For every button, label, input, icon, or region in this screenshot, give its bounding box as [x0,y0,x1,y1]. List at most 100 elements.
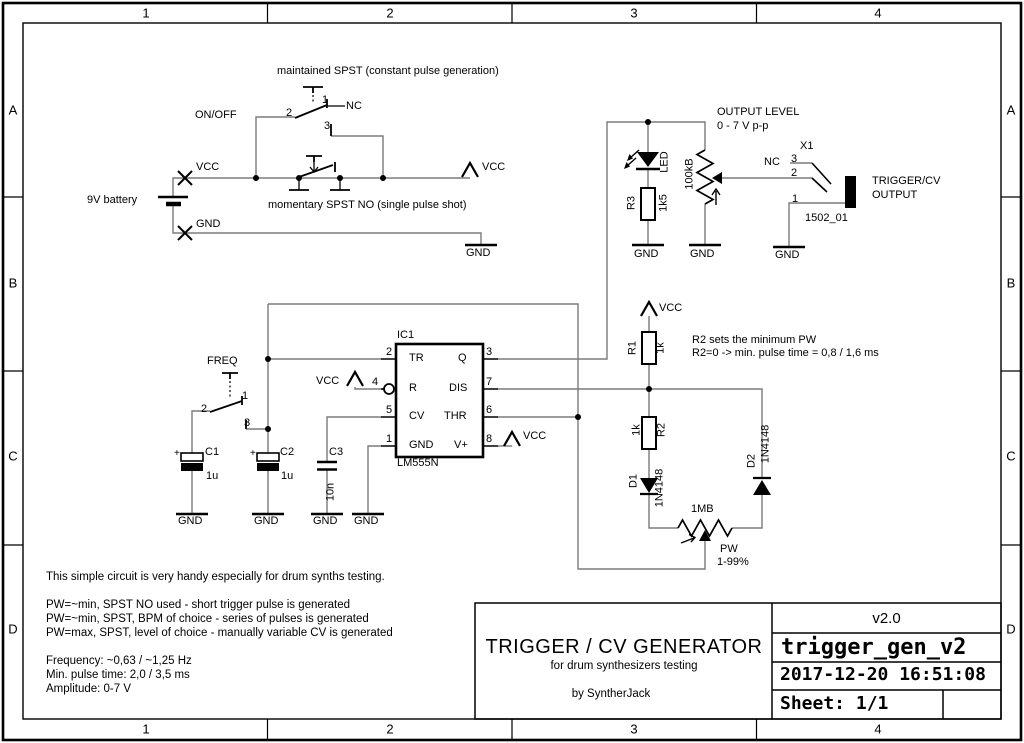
d1-name: D1 [627,473,640,489]
r1-value: 1k [654,342,667,354]
ic1-name: IC1 [397,329,415,341]
nc-label: NC [346,100,362,112]
r3-resistor [640,187,656,221]
r2-name: R2 [655,422,668,438]
gnd-net-label: GND [466,247,491,259]
frame-row-label: C [1006,448,1016,464]
frame-col-label: 4 [874,5,882,21]
polarity-plus-icon: + [250,448,256,459]
ic1-body [381,342,498,459]
ic-pin-number: 2 [386,346,393,358]
d2-name: D2 [745,453,758,469]
gnd-net-label: GND [178,515,203,527]
pw-pot [677,518,733,544]
led-label: LED [658,151,671,173]
r3-name: R3 [625,195,638,211]
switch-pin-number: 2 [201,403,208,415]
jack-name: X1 [800,140,814,152]
output-level-range: 0 - 7 V p-p [717,120,769,132]
r3-value: 1k5 [657,194,670,212]
notes-usage-line: PW=max, SPST, level of choice - manually… [46,627,393,639]
freq-switch [209,372,247,429]
switch-pin-number: 3 [244,417,251,429]
frame-col-label: 2 [386,5,394,21]
titleblock-datetime: 2017-12-20 16:51:08 [780,664,986,685]
pw-pot-value: 1MB [691,503,714,515]
vcc-net-label: VCC [523,430,547,442]
titleblock-filename: trigger_gen_v2 [781,635,967,660]
ic-pin-number: 6 [486,404,493,416]
jack-part: 1502_01 [805,212,848,224]
switch-pin-number: 1 [242,390,249,402]
frame-row-label: D [8,621,18,637]
vcc-arrow-icon [346,160,658,447]
switch-pin-number: 2 [286,107,293,119]
titleblock-subtitle: for drum synthesizers testing [550,660,698,672]
r2-note-line2: R2=0 -> min. pulse time = 0,8 / 1,6 ms [692,347,879,359]
maintained-spst-switch [294,86,345,136]
ic-pin-name-tr: TR [409,352,424,364]
frame-col-label: 3 [630,721,638,737]
ic-pin-name-thr: THR [444,410,467,422]
jack-pin-number: 2 [791,167,798,179]
maintained-switch-note: maintained SPST (constant pulse generati… [277,65,499,77]
frame-row-label: B [1006,275,1016,291]
switch-pin-number: 1 [322,94,329,106]
pw-range: 1-99% [717,556,749,568]
r2-resistor [641,416,657,450]
output-label-line1: TRIGGER/CV [872,175,941,187]
c1-value: 1u [206,470,219,482]
gnd-net-label: GND [690,248,715,260]
momentary-spst-switch [289,155,350,191]
ic-pin-number: 5 [386,404,393,416]
r1-name: R1 [626,340,639,356]
r2-note-line1: R2 sets the minimum PW [692,334,817,346]
titleblock-author: by SyntherJack [571,688,651,700]
output-level-title: OUTPUT LEVEL [717,106,800,118]
d2-value: 1N4148 [759,424,772,464]
ic-pin-name-r: R [409,382,417,394]
ic-pin-name-dis: DIS [449,382,468,394]
jack-x1-symbol [811,162,856,208]
vcc-net-label: VCC [482,161,506,173]
frame-row-label: A [1006,102,1016,118]
ic-pin-number: 4 [372,376,379,388]
ic-pin-name-gnd: GND [409,439,434,451]
c1-name: C1 [205,446,220,458]
jack-pin-number: 1 [792,193,799,205]
ic-pin-number: 3 [486,346,493,358]
frame-col-label: 4 [874,721,882,737]
c2-capacitor [256,452,280,471]
frame-col-label: 2 [386,721,394,737]
ic-pin-number: 7 [486,376,493,388]
gnd-net-label: GND [354,515,379,527]
jack-pin-number: 3 [791,153,798,165]
d2-diode [753,476,771,495]
onoff-label: ON/OFF [195,109,237,121]
freq-label: FREQ [207,355,238,367]
momentary-switch-note: momentary SPST NO (single pulse shot) [268,199,467,211]
vcc-net-label: VCC [659,302,683,314]
output-pot-value: 100kB [683,158,696,190]
notes-usage-line: PW=~min, SPST NO used - short trigger pu… [46,599,351,611]
ic-pin-name-q: Q [458,352,467,364]
d1-value: 1N4148 [653,468,666,508]
frame-col-label: 1 [142,5,150,21]
ic-pin-name-vplus: V+ [454,439,468,451]
output-label-line2: OUTPUT [872,189,918,201]
d1-diode [640,478,658,496]
battery-symbol [158,195,188,207]
ic-pin-number: 1 [386,433,393,445]
vcc-net-label: VCC [316,375,340,387]
title-block-borders [474,602,1002,720]
c3-name: C3 [329,446,344,458]
gnd-net-label: GND [775,249,800,261]
notes-spec-line: Amplitude: 0-7 V [46,683,132,695]
frame-row-label: B [8,275,18,291]
notes-spec-line: Frequency: ~0,63 / ~1,25 Hz [46,655,192,667]
wires [172,116,846,570]
gnd-symbol [176,243,805,516]
vcc-net-label: VCC [196,161,220,173]
notes-spec-line: Min. pulse time: 2,0 / 3,5 ms [46,669,190,681]
